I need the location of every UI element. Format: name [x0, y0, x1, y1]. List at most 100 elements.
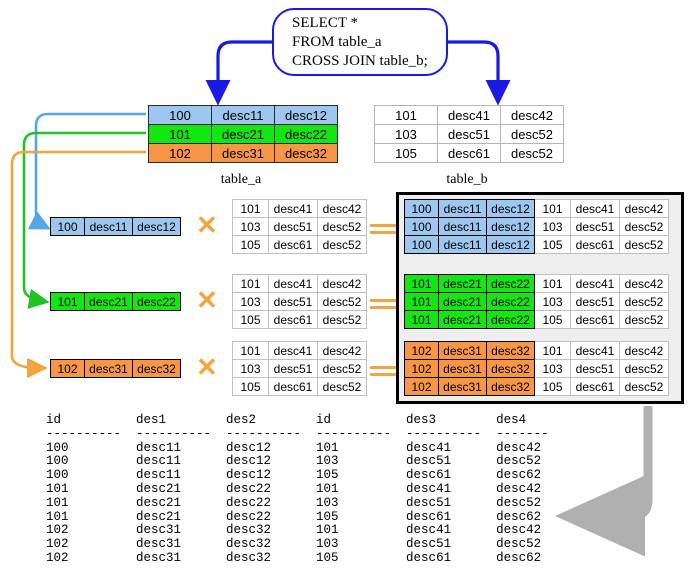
result-2-b-1-1: desc51 [570, 359, 620, 378]
b-copy-0-cell-2-1: desc61 [268, 235, 318, 254]
b-copy-2-cell-0-2: desc42 [317, 341, 367, 360]
table-b-caption: table_b [446, 172, 488, 187]
result-1-b-2-1: desc61 [570, 310, 620, 329]
single-row-0-cell-2: desc12 [132, 217, 181, 236]
equals-operator-icon-2 [370, 299, 396, 309]
b-copy-1-cell-2-2: desc52 [317, 310, 367, 329]
result-1-a-0-0: 101 [404, 274, 439, 293]
table-a-cell-2-1: desc31 [211, 143, 275, 163]
console-row: 102 desc31 desc32 101 desc41 desc42 [46, 523, 542, 538]
result-0-a-1-2: desc12 [486, 217, 535, 236]
result-0-b-0-2: desc42 [619, 199, 669, 218]
table-a-cell-0-1: desc11 [211, 105, 275, 125]
result-2-a-0-1: desc31 [438, 341, 487, 360]
console-output: id des1 des2 id des3 des4---------- ----… [46, 413, 549, 566]
result-1-b-2-0: 105 [534, 310, 571, 329]
result-2-b-2-0: 105 [534, 377, 571, 396]
b-copy-0-cell-0-2: desc42 [317, 199, 367, 218]
result-0-a-1-0: 100 [404, 217, 439, 236]
result-2-a-2-1: desc31 [438, 377, 487, 396]
arrow-result-to-console [555, 406, 653, 557]
result-1-b-1-2: desc52 [619, 292, 669, 311]
result-1-a-1-2: desc22 [486, 292, 535, 311]
single-row-0-cell-1: desc11 [84, 217, 133, 236]
result-0-b-1-1: desc51 [570, 217, 620, 236]
result-1-b-0-1: desc41 [570, 274, 620, 293]
sql-line-3: CROSS JOIN table_b; [292, 52, 428, 69]
result-2-b-2-1: desc61 [570, 377, 620, 396]
console-separator: ---------- ---------- ---------- -------… [46, 426, 549, 441]
b-copy-2-cell-2-1: desc61 [268, 377, 318, 396]
result-1-a-1-0: 101 [404, 292, 439, 311]
result-2-b-2-2: desc52 [619, 377, 669, 396]
single-row-1-cell-0: 101 [50, 292, 85, 311]
console-row: 100 desc11 desc12 105 desc61 desc62 [46, 468, 542, 483]
b-copy-0-cell-1-2: desc52 [317, 217, 367, 236]
b-copy-1-cell-1-1: desc51 [268, 292, 318, 311]
b-copy-2-cell-2-0: 105 [232, 377, 269, 396]
result-2-b-0-1: desc41 [570, 341, 620, 360]
result-1-a-2-0: 101 [404, 310, 439, 329]
result-1-a-0-1: desc21 [438, 274, 487, 293]
result-1-b-1-1: desc51 [570, 292, 620, 311]
result-0-a-0-1: desc11 [438, 199, 487, 218]
table-b-cell-1-2: desc52 [500, 124, 564, 144]
result-0-b-0-0: 101 [534, 199, 571, 218]
result-1-b-2-2: desc52 [619, 310, 669, 329]
result-2-a-1-1: desc31 [438, 359, 487, 378]
result-0-b-1-2: desc52 [619, 217, 669, 236]
table-a-cell-1-2: desc22 [274, 124, 338, 144]
console-row: 101 desc21 desc22 105 desc61 desc62 [46, 509, 542, 524]
b-copy-1-cell-0-2: desc42 [317, 274, 367, 293]
table-b-cell-1-1: desc51 [437, 124, 501, 144]
cross-operator-icon-3: ✕ [196, 352, 218, 382]
cross-operator-icon-2: ✕ [196, 285, 218, 315]
result-0-b-2-1: desc61 [570, 235, 620, 254]
result-0-a-2-1: desc11 [438, 235, 487, 254]
table-a-cell-1-1: desc21 [211, 124, 275, 144]
b-copy-1-cell-1-2: desc52 [317, 292, 367, 311]
result-2-b-1-2: desc52 [619, 359, 669, 378]
single-row-2-cell-2: desc32 [132, 359, 181, 378]
b-copy-2-cell-2-2: desc52 [317, 377, 367, 396]
result-1-b-0-0: 101 [534, 274, 571, 293]
result-2-a-0-0: 102 [404, 341, 439, 360]
b-copy-0-cell-2-2: desc52 [317, 235, 367, 254]
console-row: 102 desc31 desc32 103 desc51 desc52 [46, 537, 542, 552]
table-b-cell-2-1: desc61 [437, 143, 501, 163]
table-a-caption: table_a [220, 172, 262, 187]
single-row-2-cell-0: 102 [50, 359, 85, 378]
result-1-a-2-1: desc21 [438, 310, 487, 329]
result-0-a-1-1: desc11 [438, 217, 487, 236]
b-copy-2-cell-0-1: desc41 [268, 341, 318, 360]
single-row-2-cell-1: desc31 [84, 359, 133, 378]
b-copy-2-cell-1-2: desc52 [317, 359, 367, 378]
result-2-b-0-0: 101 [534, 341, 571, 360]
result-1-b-1-0: 103 [534, 292, 571, 311]
table-a-cell-2-0: 102 [148, 143, 212, 163]
b-copy-0-cell-1-0: 103 [232, 217, 269, 236]
